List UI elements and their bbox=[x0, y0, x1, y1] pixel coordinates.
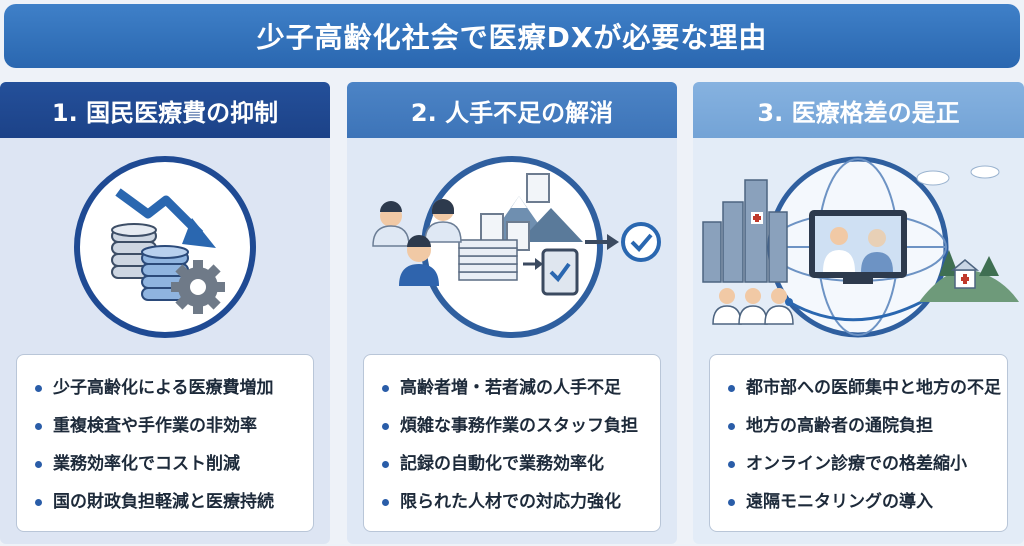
list-item: 国の財政負担軽減と医療持続 bbox=[35, 483, 303, 521]
list-item: オンライン診療での格差縮小 bbox=[728, 445, 997, 483]
sparkle-icon bbox=[966, 486, 1002, 522]
list-item: 業務効率化でコスト削減 bbox=[35, 445, 303, 483]
list-item: 高齢者増・若者減の人手不足 bbox=[382, 369, 650, 407]
list-item: 重複検査や手作業の非効率 bbox=[35, 407, 303, 445]
column-heading: 1. 国民医療費の抑制 bbox=[0, 82, 330, 138]
reason-list-box: 少子高齢化による医療費増加 重複検査や手作業の非効率 業務効率化でコスト削減 国… bbox=[16, 354, 314, 532]
globe-telemedicine-icon bbox=[693, 152, 1024, 342]
staff-documents-automation-icon bbox=[347, 152, 677, 342]
column-staff-shortage: 2. 人手不足の解消 bbox=[347, 82, 677, 544]
list-item: 地方の高齢者の通院負担 bbox=[728, 407, 997, 445]
list-item: 限られた人材での対応力強化 bbox=[382, 483, 650, 521]
column-heading: 3. 医療格差の是正 bbox=[693, 82, 1024, 138]
list-item: 煩雑な事務作業のスタッフ負担 bbox=[382, 407, 650, 445]
list-item: 都市部への医師集中と地方の不足 bbox=[728, 369, 1001, 407]
list-item: 少子高齢化による医療費増加 bbox=[35, 369, 303, 407]
reason-list-box: 高齢者増・若者減の人手不足 煩雑な事務作業のスタッフ負担 記録の自動化で業務効率… bbox=[363, 354, 661, 532]
column-medical-disparity: 3. 医療格差の是正 bbox=[693, 82, 1024, 544]
coins-gear-down-arrow-icon bbox=[0, 152, 330, 342]
list-item: 記録の自動化で業務効率化 bbox=[382, 445, 650, 483]
page-title: 少子高齢化社会で医療DXが必要な理由 bbox=[4, 4, 1020, 68]
list-item: 遠隔モニタリングの導入 bbox=[728, 483, 997, 521]
reason-list-box: 都市部への医師集中と地方の不足 地方の高齢者の通院負担 オンライン診療での格差縮… bbox=[709, 354, 1008, 532]
column-heading: 2. 人手不足の解消 bbox=[347, 82, 677, 138]
column-medical-cost: 1. 国民医療費の抑制 bbox=[0, 82, 330, 544]
